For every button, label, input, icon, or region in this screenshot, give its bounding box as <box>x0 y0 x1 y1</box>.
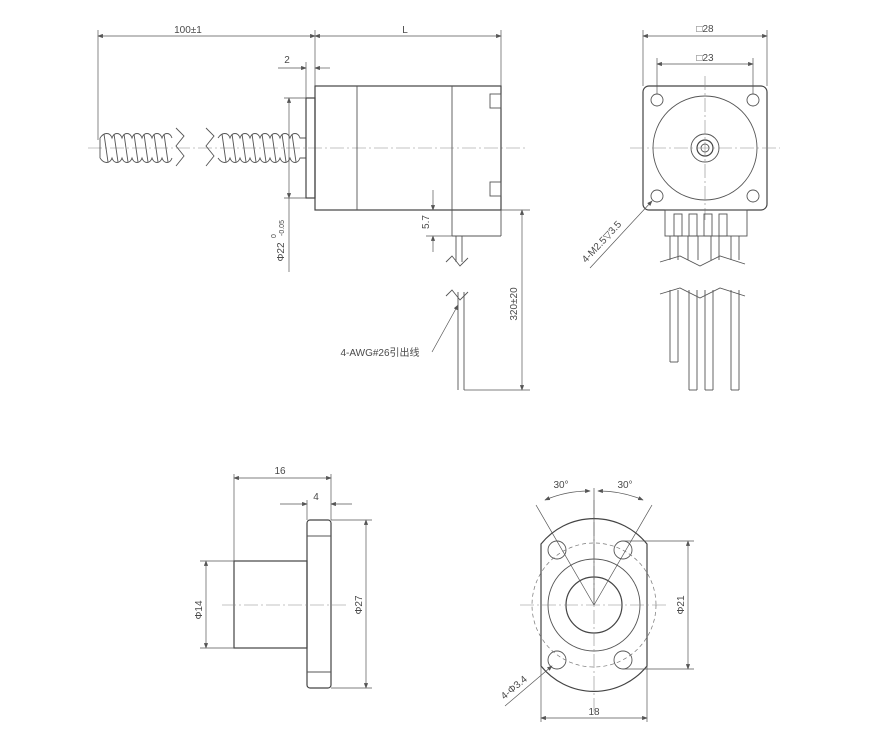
wire-note: 4-AWG#26引出线 <box>340 346 419 359</box>
nut-side-view: 16 4 Φ14 Φ27 <box>194 466 372 689</box>
dim-boss-tol-lower: -0.05 <box>279 220 286 236</box>
angle-right: 30° <box>617 480 632 491</box>
dim-wire-length: 320±20 <box>509 287 520 321</box>
dim-nut-flat-width: 18 <box>588 707 600 718</box>
lead-screw-right <box>205 127 306 167</box>
motor-side-view: 100±1 L 2 Φ22 0 -0.05 5.7 320±20 4-AWG#2… <box>88 25 530 391</box>
dim-nut-flange-thickness: 4 <box>313 492 319 503</box>
dim-shaft-offset: 2 <box>284 55 290 66</box>
nut-front-view: 30° 30° Φ21 18 4-Φ3.4 <box>499 480 694 722</box>
dim-flange-hole-pitch: □23 <box>696 53 714 64</box>
dim-flange-outer: □28 <box>696 24 714 35</box>
mount-threads: 4-M2.5▽3.5 <box>580 219 624 265</box>
dim-nut-flats: Φ21 <box>676 595 687 615</box>
motor-body <box>314 85 502 390</box>
motor-front-view: □28 □23 4-M2.5▽3.5 <box>580 24 780 391</box>
dim-nut-flange-diameter: Φ27 <box>354 595 365 615</box>
dim-boss-tol-upper: 0 <box>271 234 278 238</box>
dim-nut-length: 16 <box>274 466 286 477</box>
angle-left: 30° <box>553 480 568 491</box>
dim-motor-length: L <box>402 25 408 36</box>
dim-screw-length: 100±1 <box>174 25 202 36</box>
dim-boss-diameter: Φ22 <box>276 242 287 262</box>
lead-screw-left <box>99 127 185 167</box>
dim-step-height: 5.7 <box>421 215 432 229</box>
dim-nut-body-diameter: Φ14 <box>194 600 205 620</box>
